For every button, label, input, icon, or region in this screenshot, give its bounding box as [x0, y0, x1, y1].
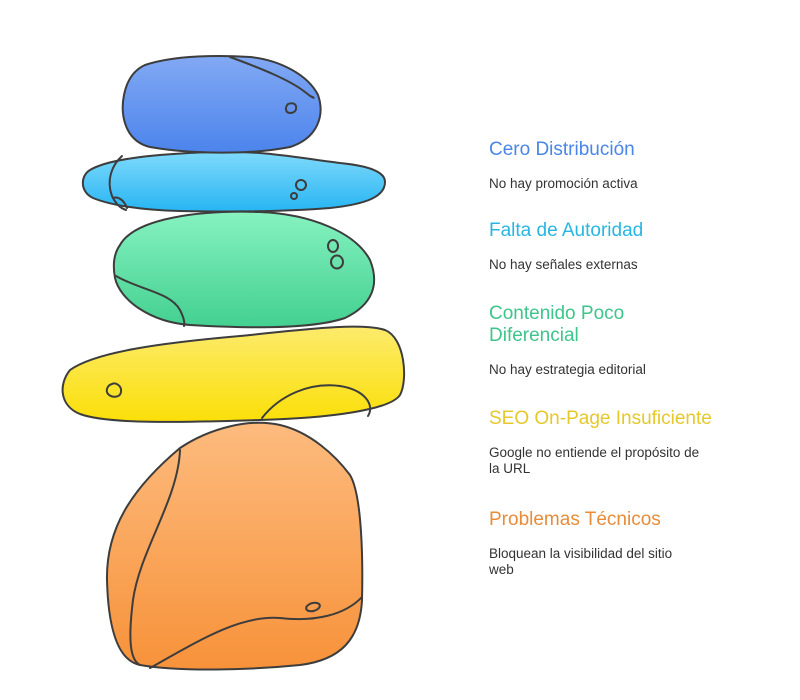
stone-problemas-tecnicos [105, 421, 364, 671]
legend-title: Cero Distribución [489, 139, 635, 160]
legend-title-line1: Contenido Poco [489, 303, 625, 324]
stone-seo-on-page [61, 325, 406, 423]
stone-falta-de-autoridad [81, 150, 386, 213]
legend-description: No hay estrategia editorial [489, 362, 646, 377]
legend-title: SEO On-Page Insuficiente [489, 408, 712, 429]
legend-item-cero-distribucion: Cero Distribución No hay promoción activ… [489, 139, 749, 192]
legend-item-contenido-poco-diferencial: Contenido Poco Diferencial No hay estrat… [489, 303, 749, 378]
stone-contenido-poco-diferencial [112, 210, 375, 329]
legend-title: Falta de Autoridad [489, 220, 644, 241]
stones-stack [61, 54, 406, 671]
legend-description-line1: Bloquean la visibilidad del sitio [489, 546, 673, 561]
legend-description: No hay promoción activa [489, 176, 638, 191]
legend-description-line2: la URL [489, 461, 531, 476]
stone-cero-distribucion [121, 54, 322, 154]
legend-title-line2: Diferencial [489, 325, 579, 346]
legend-title: Problemas Técnicos [489, 509, 661, 530]
legend-description-line2: web [489, 562, 514, 577]
legend-item-falta-de-autoridad: Falta de Autoridad No hay señales extern… [489, 220, 749, 273]
legend-item-seo-on-page: SEO On-Page Insuficiente Google no entie… [489, 408, 749, 477]
legend-description-line1: Google no entiende el propósito de [489, 445, 700, 460]
legend-description: No hay señales externas [489, 257, 638, 272]
legend-item-problemas-tecnicos: Problemas Técnicos Bloquean la visibilid… [489, 509, 749, 578]
